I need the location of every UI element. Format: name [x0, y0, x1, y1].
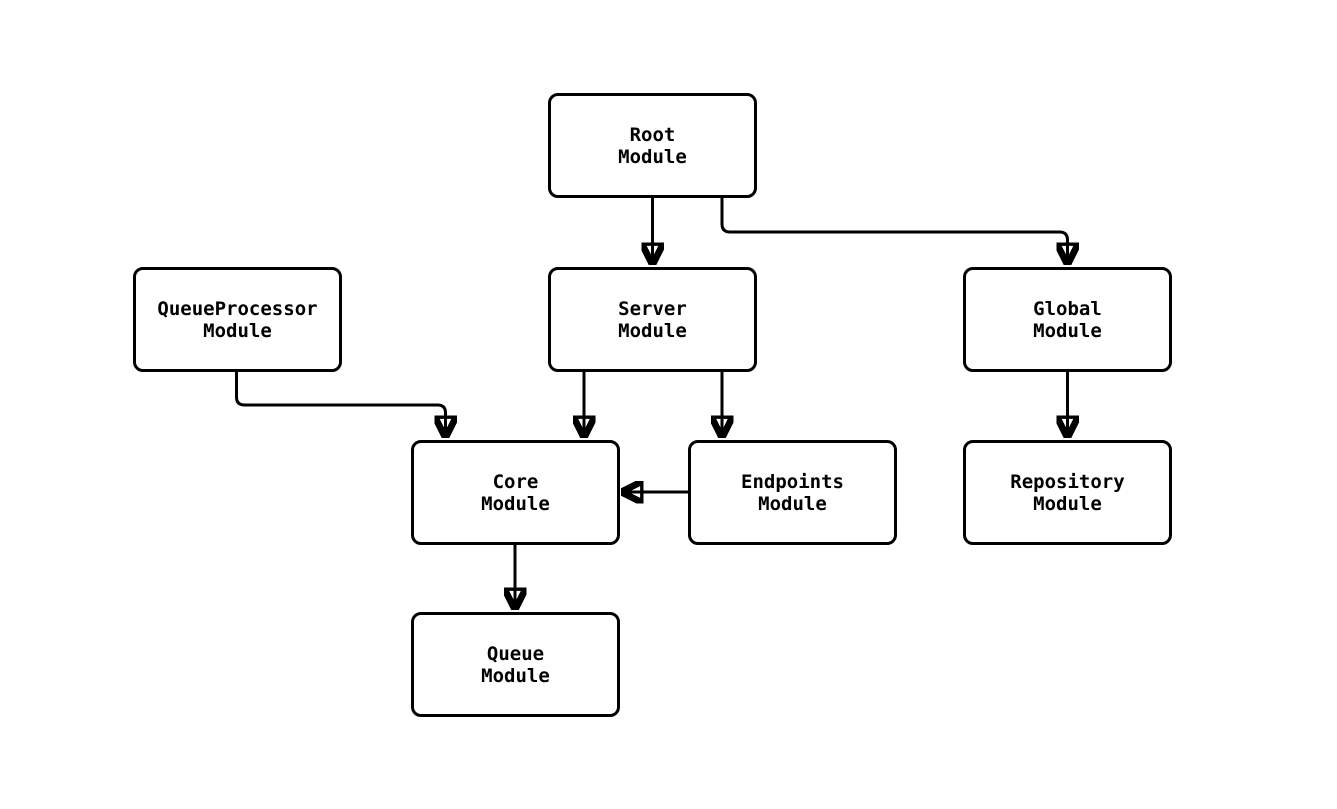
node-endpoints-module: Endpoints Module: [688, 440, 897, 545]
node-label-line1: Server: [618, 297, 687, 320]
node-label-line1: Core: [492, 470, 539, 493]
node-label-line1: Queue: [486, 642, 545, 665]
node-label-line1: Global: [1033, 297, 1102, 320]
node-core-module: Core Module: [411, 440, 620, 545]
node-label-line2: Module: [481, 492, 550, 515]
node-server-module: Server Module: [548, 267, 757, 372]
node-root-module: Root Module: [548, 93, 757, 198]
node-label-line1: Root: [629, 123, 676, 146]
node-global-module: Global Module: [963, 267, 1172, 372]
node-label-line1: QueueProcessor: [157, 297, 318, 320]
node-label-line2: Module: [618, 145, 687, 168]
node-label-line2: Module: [618, 319, 687, 342]
node-label-line2: Module: [481, 664, 550, 687]
node-label-line2: Module: [1033, 319, 1102, 342]
node-label-line2: Module: [203, 319, 272, 342]
node-repository-module: Repository Module: [963, 440, 1172, 545]
node-queueprocessor-module: QueueProcessor Module: [133, 267, 342, 372]
node-queue-module: Queue Module: [411, 612, 620, 717]
edge-root-to-global: [720, 198, 1068, 265]
node-label-line2: Module: [758, 492, 827, 515]
edge-queueprocessor-to-core: [235, 371, 446, 438]
node-label-line1: Repository: [1010, 470, 1125, 493]
node-label-line1: Endpoints: [741, 470, 844, 493]
node-label-line2: Module: [1033, 492, 1102, 515]
